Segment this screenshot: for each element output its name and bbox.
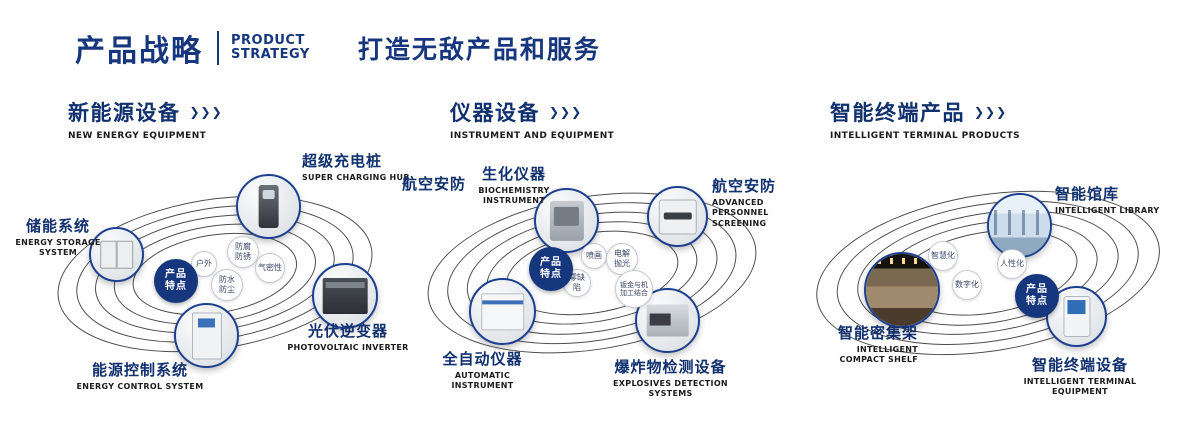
product-name: 爆炸物检测设备: [614, 358, 727, 376]
energy-storage-label: 储能系统 ENERGY STORAGE SYSTEM: [8, 215, 108, 259]
product-name-en: EXPLOSIVES DETECTION SYSTEMS: [613, 379, 728, 399]
section-title-en: INSTRUMENT AND EQUIPMENT: [450, 131, 615, 141]
section-title-intelligent-terminal: 智能终端产品 ❯❯❯ INTELLIGENT TERMINAL PRODUCTS: [830, 97, 1020, 141]
product-features-badge: 产品特点: [1015, 274, 1059, 318]
aviation-security-label: 航空安防: [402, 175, 467, 193]
feature-bubble: 气密性: [255, 253, 285, 283]
biochemistry-instrument-image: [534, 188, 599, 253]
page-title: 产品战略: [75, 34, 203, 69]
product-name-en: AUTOMATIC INSTRUMENT: [451, 371, 514, 391]
explosives-detection-label: 爆炸物检测设备 EXPLOSIVES DETECTION SYSTEMS: [598, 356, 743, 400]
page-title-en-line2: STRATEGY: [231, 47, 310, 62]
product-name: 超级充电桩: [302, 152, 383, 170]
charging-pile-graphic: [258, 184, 279, 229]
page-title-en-line1: PRODUCT: [231, 32, 305, 48]
compact-shelf-graphic: [866, 254, 938, 326]
intelligent-library-label: 智能馆库 INTELLIGENT LIBRARY: [1055, 183, 1165, 216]
product-features-badge: 产品特点: [154, 259, 198, 303]
energy-storage-device-graphic: [99, 240, 134, 269]
product-features-badge: 产品特点: [529, 247, 573, 291]
compact-shelf-image: [864, 252, 940, 328]
product-name: 储能系统: [25, 217, 90, 235]
section-title-text: 智能终端产品: [830, 101, 965, 125]
section-title-en: INTELLIGENT TERMINAL PRODUCTS: [830, 131, 1020, 141]
product-name-en: BIOCHEMISTRY INSTRUMENT: [478, 186, 550, 206]
super-charging-hub-label: 超级充电桩 SUPER CHARGING HUB: [302, 150, 414, 183]
intelligent-library-image: [987, 193, 1052, 258]
inverter-graphic: [322, 278, 368, 314]
explosives-device-graphic: [646, 304, 689, 337]
product-name: 能源控制系统: [91, 361, 188, 379]
header: 产品战略 PRODUCT STRATEGY 打造无敌产品和服务: [75, 26, 601, 70]
product-name: 生化仪器: [481, 165, 546, 183]
product-name-en: ENERGY CONTROL SYSTEM: [76, 382, 204, 391]
control-cabinet-graphic: [191, 311, 222, 360]
feature-bubble: 防腐防锈: [227, 236, 259, 268]
automatic-instrument-label: 全自动仪器 AUTOMATIC INSTRUMENT: [425, 348, 540, 392]
personnel-screening-label: 航空安防 ADVANCED PERSONNEL SCREENING: [712, 175, 820, 229]
section-title-text: 新能源设备: [68, 101, 181, 125]
photovoltaic-inverter-label: 光伏逆变器 PHOTOVOLTAIC INVERTER: [286, 320, 410, 353]
feature-bubble: 人性化: [997, 249, 1027, 279]
library-room-graphic: [989, 195, 1050, 256]
feature-bubble: 防水防尘: [211, 269, 243, 301]
slogan: 打造无敌产品和服务: [357, 35, 601, 64]
product-name: 全自动仪器: [442, 350, 523, 368]
product-name: 智能馆库: [1055, 185, 1120, 203]
feature-bubble: 智慧化: [928, 241, 958, 271]
super-charging-hub-image: [236, 174, 301, 239]
screening-device-graphic: [658, 198, 697, 235]
product-name-en: INTELLIGENT LIBRARY: [1055, 206, 1160, 215]
page-title-en: PRODUCT STRATEGY: [231, 32, 310, 63]
product-name: 智能终端设备: [1031, 356, 1128, 374]
section-title-instrument: 仪器设备 ❯❯❯ INSTRUMENT AND EQUIPMENT: [450, 97, 614, 141]
section-title-text: 仪器设备: [450, 101, 540, 125]
energy-control-system-label: 能源控制系统 ENERGY CONTROL SYSTEM: [72, 359, 208, 392]
product-name: 智能密集架: [837, 324, 918, 342]
photovoltaic-inverter-image: [312, 263, 378, 329]
header-divider: [217, 31, 219, 65]
product-name: 光伏逆变器: [307, 322, 388, 340]
energy-storage-image: [89, 227, 144, 282]
personnel-screening-image: [647, 186, 708, 247]
energy-control-system-image: [174, 303, 239, 368]
feature-bubble: 喷画: [581, 243, 607, 269]
compact-shelf-label: 智能密集架 INTELLIGENT COMPACT SHELF: [816, 322, 918, 366]
product-name-en: SUPER CHARGING HUB: [302, 173, 410, 182]
kiosk-graphic: [1062, 295, 1091, 338]
automatic-device-graphic: [480, 292, 525, 331]
product-name-en: ENERGY STORAGE SYSTEM: [15, 238, 101, 258]
chevron-right-icons: ❯❯❯: [189, 105, 223, 119]
automatic-instrument-image: [469, 278, 536, 345]
feature-bubble: 数字化: [952, 270, 982, 300]
chevron-right-icons: ❯❯❯: [974, 105, 1008, 119]
product-name-en: INTELLIGENT COMPACT SHELF: [839, 345, 918, 365]
terminal-equipment-label: 智能终端设备 INTELLIGENT TERMINAL EQUIPMENT: [1000, 354, 1160, 398]
chevron-right-icons: ❯❯❯: [549, 105, 583, 119]
product-name-en: ADVANCED PERSONNEL SCREENING: [712, 198, 769, 228]
product-name-en: PHOTOVOLTAIC INVERTER: [287, 343, 409, 352]
product-name-en: INTELLIGENT TERMINAL EQUIPMENT: [1023, 377, 1137, 397]
product-name: 航空安防: [712, 177, 777, 195]
section-title-en: NEW ENERGY EQUIPMENT: [68, 131, 207, 141]
section-title-new-energy: 新能源设备 ❯❯❯ NEW ENERGY EQUIPMENT: [68, 97, 223, 141]
biochemistry-instrument-label: 生化仪器 BIOCHEMISTRY INSTRUMENT: [466, 163, 562, 207]
feature-bubble: 钣金与机加工结合: [615, 270, 653, 308]
biochemistry-device-graphic: [549, 200, 584, 241]
